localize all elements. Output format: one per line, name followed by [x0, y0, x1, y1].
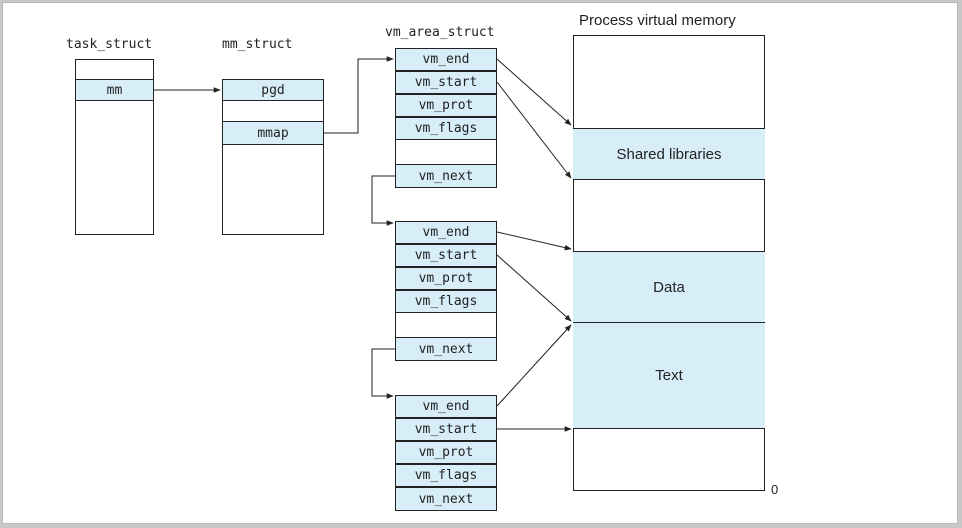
- memory-region-text: Text: [573, 323, 765, 429]
- memory-title: Process virtual memory: [579, 12, 736, 29]
- vm-area-2-vm-start: vm_start: [395, 244, 497, 267]
- vm-area-3-vm-flags: vm_flags: [395, 464, 497, 487]
- vm-area-3-end-arrow: [496, 324, 572, 407]
- vm-area-2-end-arrow: [496, 231, 572, 251]
- memory-region-shared-libraries: Shared libraries: [573, 128, 765, 180]
- task-struct-title: task_struct: [66, 37, 153, 52]
- vm-area-1-vm-next: vm_next: [395, 164, 497, 188]
- vm-area-2-vm-next: vm_next: [395, 337, 497, 361]
- memory-bottom-label: 0: [771, 482, 779, 497]
- vm-next-1-to-vm-area-2-arrow: [371, 175, 395, 226]
- vm-area-3-vm-next: vm_next: [395, 487, 497, 511]
- mm-struct-mmap-field: mmap: [222, 121, 324, 145]
- vm-area-1-vm-flags: vm_flags: [395, 117, 497, 140]
- task-struct-mm-field: mm: [75, 79, 154, 101]
- connector-layer: [154, 56, 572, 432]
- vm-area-1-vm-end: vm_end: [395, 48, 497, 71]
- vm-area-1-vm-prot: vm_prot: [395, 94, 497, 117]
- vm-area-1-end-arrow: [496, 58, 572, 126]
- vm-area-1-vm-start: vm_start: [395, 71, 497, 94]
- mm-struct-title: mm_struct: [222, 37, 293, 52]
- vm-area-3-vm-prot: vm_prot: [395, 441, 497, 464]
- mm-struct-pgd-field: pgd: [222, 79, 324, 101]
- vm-area-2-vm-end: vm_end: [395, 221, 497, 244]
- vm-next-2-to-vm-area-3-arrow: [371, 348, 395, 399]
- vm-area-3-vm-start: vm_start: [395, 418, 497, 441]
- memory-region-data: Data: [573, 251, 765, 323]
- vm-area-2-start-arrow: [496, 254, 572, 322]
- mmap-to-vm-area-1-arrow: [324, 56, 394, 134]
- vm-area-2-vm-prot: vm_prot: [395, 267, 497, 290]
- vm-area-1-start-arrow: [496, 81, 572, 179]
- vm-area-struct-title: vm_area_struct: [385, 25, 495, 40]
- vm-area-3-vm-end: vm_end: [395, 395, 497, 418]
- mm-struct-box: [222, 79, 324, 235]
- vm-area-2-vm-flags: vm_flags: [395, 290, 497, 313]
